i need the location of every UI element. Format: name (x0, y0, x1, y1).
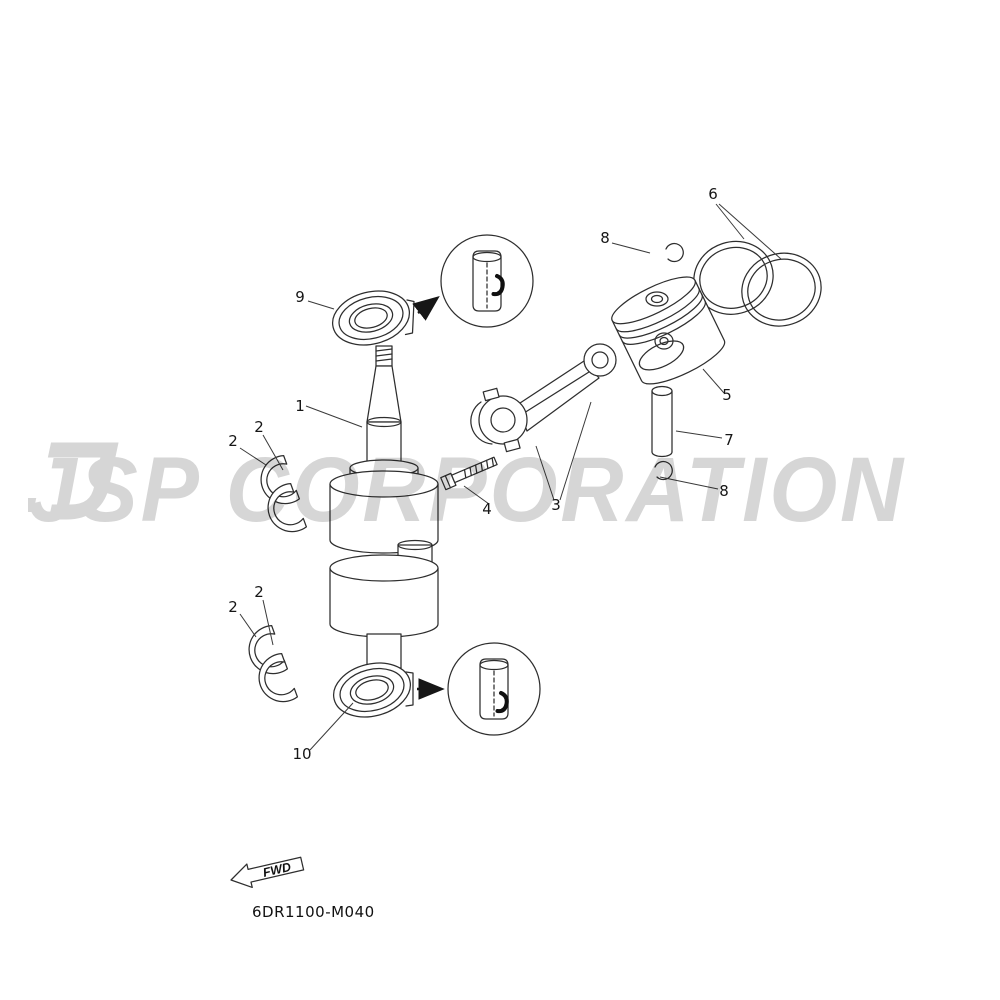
seal-detail-top (440, 234, 534, 328)
seal-detail-bottom (447, 642, 541, 736)
leader-rings-a (715, 203, 745, 240)
part-label-3: 3 (551, 496, 561, 514)
rod-bolt (440, 456, 498, 505)
fwd-arrow: FWD (230, 856, 305, 889)
bearing-shell (253, 454, 301, 511)
connecting-rod (470, 343, 617, 501)
part-label-9: 9 (295, 288, 305, 306)
part-label-8: 8 (719, 482, 729, 500)
leader-bearing-a (239, 447, 267, 466)
circlip-bottom (654, 460, 719, 490)
leader-clip-top (611, 242, 651, 254)
part-label-4: 4 (482, 500, 492, 518)
part-label-1: 1 (295, 397, 305, 415)
crankshaft (305, 345, 439, 689)
fwd-label: FWD (261, 860, 292, 880)
leader-seal-bottom (309, 702, 354, 751)
leader-rod-a (535, 445, 555, 501)
leader-bolt (463, 485, 490, 505)
part-label-10: 10 (292, 745, 311, 763)
leader-bearing-b (262, 434, 284, 471)
part-label-7: 7 (724, 431, 734, 449)
part-label-2: 2 (228, 432, 238, 450)
drawing-code: 6DR1100-M040 (252, 903, 375, 921)
piston-pin (651, 385, 723, 458)
leader-seal-top (307, 300, 335, 310)
circlip-top (611, 242, 684, 263)
leader-rings-b (718, 203, 782, 260)
part-label-2: 2 (254, 583, 264, 601)
seal-lip-hook (491, 274, 505, 297)
oil-seal-bottom (309, 662, 445, 751)
part-label-2: 2 (228, 598, 238, 616)
part-label-5: 5 (722, 386, 732, 404)
leader-rod-b (559, 401, 592, 501)
bearing-shells-upper (239, 434, 308, 539)
part-label-6: 6 (708, 185, 718, 203)
leader-bearing-c (239, 613, 257, 638)
leader-piston (702, 368, 725, 394)
seal-lip-hook (495, 691, 509, 714)
piston (611, 276, 726, 394)
part-label-8: 8 (600, 229, 610, 247)
leader-pin (675, 430, 723, 439)
oil-seal-top (307, 290, 440, 346)
leader-bearing-d (262, 599, 274, 646)
bracket-bottom (405, 671, 414, 707)
detail-arrow-top (412, 296, 440, 321)
leader-clip-bottom (659, 476, 719, 490)
part-label-2: 2 (254, 418, 264, 436)
leader-crankshaft (305, 405, 363, 428)
bearing-shells-lower (239, 599, 299, 709)
piston-rings (693, 203, 822, 327)
